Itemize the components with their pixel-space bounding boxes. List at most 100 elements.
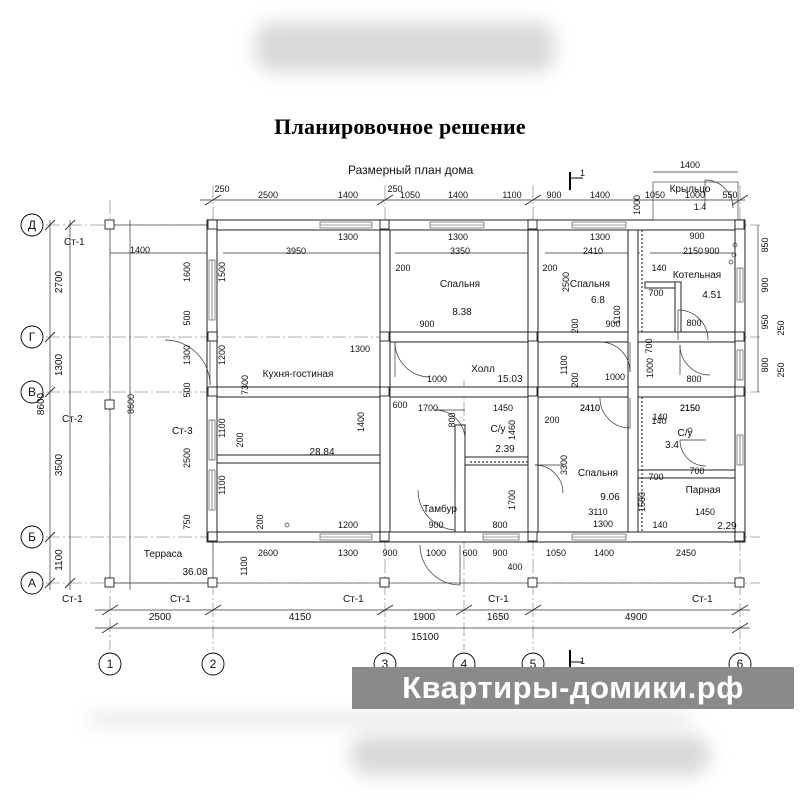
dim-inner: 600 — [392, 400, 407, 410]
room-area: 3.4 — [665, 440, 679, 451]
watermark-banner: Квартиры-домики.рф — [352, 667, 794, 709]
blurred-header — [255, 22, 555, 72]
axis-label-D: Д — [28, 218, 36, 232]
dim-inner: 1050 — [546, 548, 566, 558]
porch — [652, 181, 739, 221]
brick-walls — [470, 230, 643, 532]
dim-top: 1000 — [632, 195, 642, 215]
dim-inner: 200 — [544, 415, 559, 425]
dim-inner: 1460 — [507, 420, 517, 440]
dim-inner: 2410 — [580, 403, 600, 413]
dim-top: 1400 — [680, 160, 700, 170]
fixtures — [284, 242, 738, 528]
dim-inner: 1100 — [217, 475, 227, 494]
dim-inner: 900 — [382, 548, 397, 558]
column-label: Ст-2 — [62, 414, 83, 425]
dim-bottom: 4900 — [625, 612, 648, 623]
svg-text:1: 1 — [580, 656, 585, 666]
axis-label-5: 5 — [530, 657, 537, 671]
dim-inner: 700 — [689, 466, 704, 476]
windows — [208, 221, 744, 541]
watermark-text: Квартиры-домики.рф — [402, 670, 744, 705]
dim-inner: 1300 — [593, 519, 613, 529]
dim-inner: 1300 — [338, 548, 358, 558]
axis-label-B: Б — [28, 530, 36, 544]
dim-left: 2700 — [54, 270, 65, 293]
dim-left: 3500 — [54, 453, 65, 476]
dim-inner: 1700 — [507, 490, 517, 510]
dim-left: 1100 — [54, 549, 65, 571]
dim-bottom: 1900 — [413, 612, 436, 623]
dim-inner: 3300 — [559, 455, 569, 475]
blurred-footer — [90, 715, 690, 723]
dimension-ticks — [44, 194, 749, 634]
room-name: Тамбур — [423, 503, 457, 515]
room-area: 4.51 — [702, 290, 722, 301]
dim-inner: 2410 — [580, 403, 600, 413]
dim-inner: 900 — [605, 319, 620, 329]
dim-right: 900 — [760, 277, 770, 292]
room-area: 15.03 — [497, 374, 522, 385]
dim-inner: 1700 — [418, 403, 438, 413]
svg-text:1: 1 — [580, 168, 585, 178]
dim-inner: 2150 — [683, 246, 703, 256]
column-markers — [104, 219, 745, 588]
page-title: Планировочное решение — [274, 114, 526, 139]
room-name: Парная — [686, 485, 721, 496]
dim-left: 1300 — [54, 353, 65, 376]
room-area: 8.38 — [452, 307, 472, 318]
room-name: С/у — [491, 424, 506, 435]
axis-bubble-A — [20, 571, 44, 595]
room-name: Котельная — [673, 270, 721, 281]
column-label: Ст-1 — [62, 594, 83, 605]
dim-inner: 140 — [651, 263, 666, 273]
axis-label-3: 3 — [382, 657, 389, 671]
dim-right: 250 — [776, 362, 786, 377]
axis-label-G: Г — [29, 330, 36, 344]
dim-inner: 1300 — [338, 232, 358, 242]
dim-inner: 900 — [419, 319, 434, 329]
dim-right: 250 — [776, 320, 786, 335]
dim-bottom: 4150 — [289, 612, 312, 623]
room-name: Спальня — [578, 468, 618, 479]
axis-label-4: 4 — [461, 657, 468, 671]
dim-inner: 3350 — [450, 246, 470, 256]
dim-inner: 1500 — [217, 262, 227, 282]
dim-inner: 8600 — [126, 394, 136, 414]
axis-bubble-D — [20, 213, 44, 237]
dim-inner: 7300 — [240, 375, 250, 395]
dim-inner: 1300 — [182, 345, 192, 365]
dim-right: 800 — [760, 357, 770, 372]
dim-inner: 1000 — [605, 372, 625, 382]
dim-inner: 1000 — [645, 358, 655, 378]
plan-subtitle: Размерный план дома — [348, 163, 474, 177]
room-name: Холл — [471, 364, 495, 375]
axis-bubble-G — [20, 325, 44, 349]
dim-inner: 1100 — [559, 355, 569, 374]
door-swings — [164, 179, 734, 586]
room-name: Спальня — [570, 279, 610, 290]
dim-bottom: 1650 — [487, 612, 510, 623]
dim-inner: 2500 — [182, 448, 192, 468]
room-name: Кухня-гостиная — [263, 369, 334, 380]
axis-label-6: 6 — [737, 657, 744, 671]
dim-right: 950 — [760, 314, 770, 329]
room-name: Спальня — [440, 279, 480, 290]
dim-inner: 2450 — [676, 548, 696, 558]
dim-inner: 2150 — [680, 403, 700, 413]
dim-inner: 1300 — [350, 344, 370, 354]
dim-inner: 800 — [492, 520, 507, 530]
room-area: 2.39 — [495, 444, 515, 455]
dim-inner: 1000 — [426, 548, 446, 558]
dim-inner: 200 — [570, 372, 580, 387]
dim-inner: 1200 — [217, 345, 227, 365]
column-label: Ст-1 — [488, 594, 509, 605]
dim-inner: 600 — [462, 548, 477, 558]
dim-inner: 3110 — [588, 507, 607, 517]
dim-top: 1000 — [685, 190, 705, 200]
dim-inner: 700 — [648, 288, 663, 298]
dim-inner: 1600 — [182, 262, 192, 282]
dim-top: 1400 — [338, 190, 358, 200]
dim-inner: 900 — [704, 246, 719, 256]
